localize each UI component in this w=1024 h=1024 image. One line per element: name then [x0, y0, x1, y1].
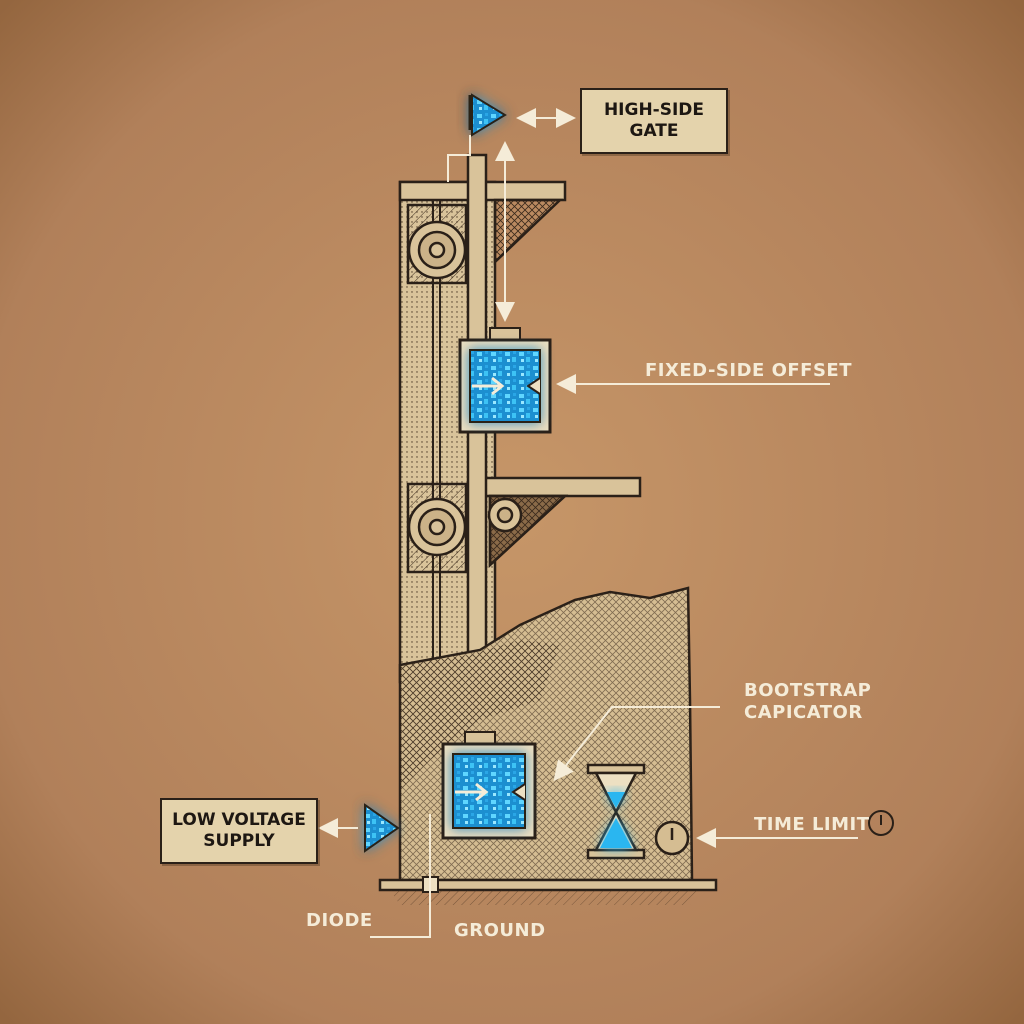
high-side-gate-line-1: HIGH-SIDE [603, 100, 705, 120]
leader-lines [318, 108, 858, 938]
fixed-side-offset-module [458, 327, 552, 434]
bootstrap-capacitor-line-1: BOOTSTRAP [744, 680, 872, 701]
low-voltage-supply-label: LOW VOLTAGE SUPPLY [160, 798, 318, 864]
triangle-gate-icon [364, 803, 400, 853]
ground-label: GROUND [454, 920, 546, 941]
low-voltage-supply-line-1: LOW VOLTAGE [172, 810, 306, 830]
bootstrap-capacitor-module [441, 731, 537, 840]
pulley-icon [406, 203, 468, 285]
pulley-icon [406, 482, 523, 574]
bootstrap-capacitor-label: BOOTSTRAP CAPICATOR [744, 680, 871, 724]
time-limit-label: TIME LIMIT [754, 814, 870, 835]
high-side-gate-line-2: GATE [629, 121, 679, 141]
high-side-gate-label: HIGH-SIDE GATE [580, 88, 728, 154]
clock-icon [868, 810, 894, 836]
diode-label: DIODE [306, 910, 373, 931]
clock-icon [654, 820, 690, 856]
bootstrap-capacitor-line-2: CAPICATOR [744, 702, 863, 723]
low-voltage-supply-line-2: SUPPLY [203, 831, 275, 851]
triangle-gate-icon [468, 93, 507, 137]
fixed-side-offset-label: FIXED-SIDE OFFSET [645, 360, 853, 381]
hourglass-icon [586, 763, 646, 860]
